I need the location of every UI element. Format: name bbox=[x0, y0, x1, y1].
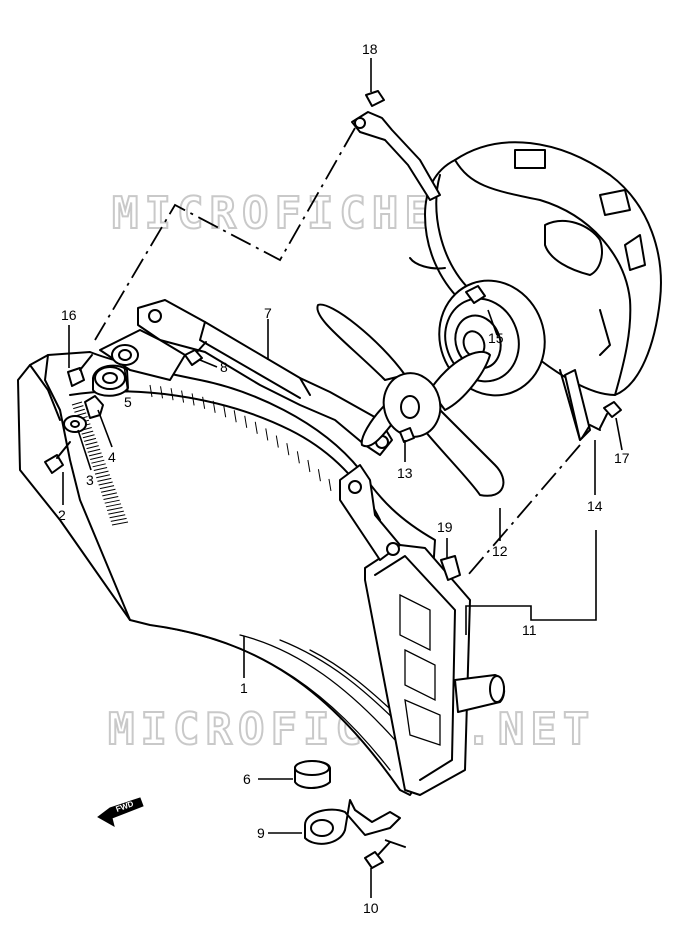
callout-18: 18 bbox=[362, 41, 378, 57]
callout-7: 7 bbox=[264, 305, 272, 321]
callout-19: 19 bbox=[437, 519, 453, 535]
callout-9: 9 bbox=[257, 825, 265, 841]
fan-shroud bbox=[351, 111, 662, 441]
callout-3: 3 bbox=[86, 472, 94, 488]
bolt-8 bbox=[184, 341, 207, 366]
callout-12: 12 bbox=[492, 543, 508, 559]
ref-line-19 bbox=[467, 444, 581, 576]
leader-lines bbox=[62, 58, 623, 898]
callout-6: 6 bbox=[243, 771, 251, 787]
ref-line-18 bbox=[94, 127, 356, 341]
callout-17: 17 bbox=[614, 450, 630, 466]
fwd-arrow: FWD bbox=[97, 797, 144, 828]
radiator-end-tank bbox=[364, 544, 506, 796]
callout-16: 16 bbox=[61, 307, 77, 323]
screw-17 bbox=[603, 401, 622, 418]
callout-14: 14 bbox=[587, 498, 603, 514]
callout-1: 1 bbox=[240, 680, 248, 696]
callout-4: 4 bbox=[108, 449, 116, 465]
nut-18 bbox=[365, 90, 385, 107]
radiator-stay-bracket bbox=[99, 299, 393, 456]
callout-8: 8 bbox=[220, 359, 228, 375]
callout-10: 10 bbox=[363, 900, 379, 916]
clip-19 bbox=[440, 555, 461, 581]
mount-hardware bbox=[44, 344, 139, 474]
lower-mount bbox=[294, 760, 401, 869]
callout-11: 11 bbox=[522, 622, 537, 638]
callout-5: 5 bbox=[124, 394, 132, 410]
callout-2: 2 bbox=[58, 507, 66, 523]
fan-blade bbox=[316, 303, 505, 497]
ref-line-10 bbox=[384, 839, 409, 849]
callout-13: 13 bbox=[397, 465, 413, 481]
callout-15: 15 bbox=[488, 330, 504, 346]
